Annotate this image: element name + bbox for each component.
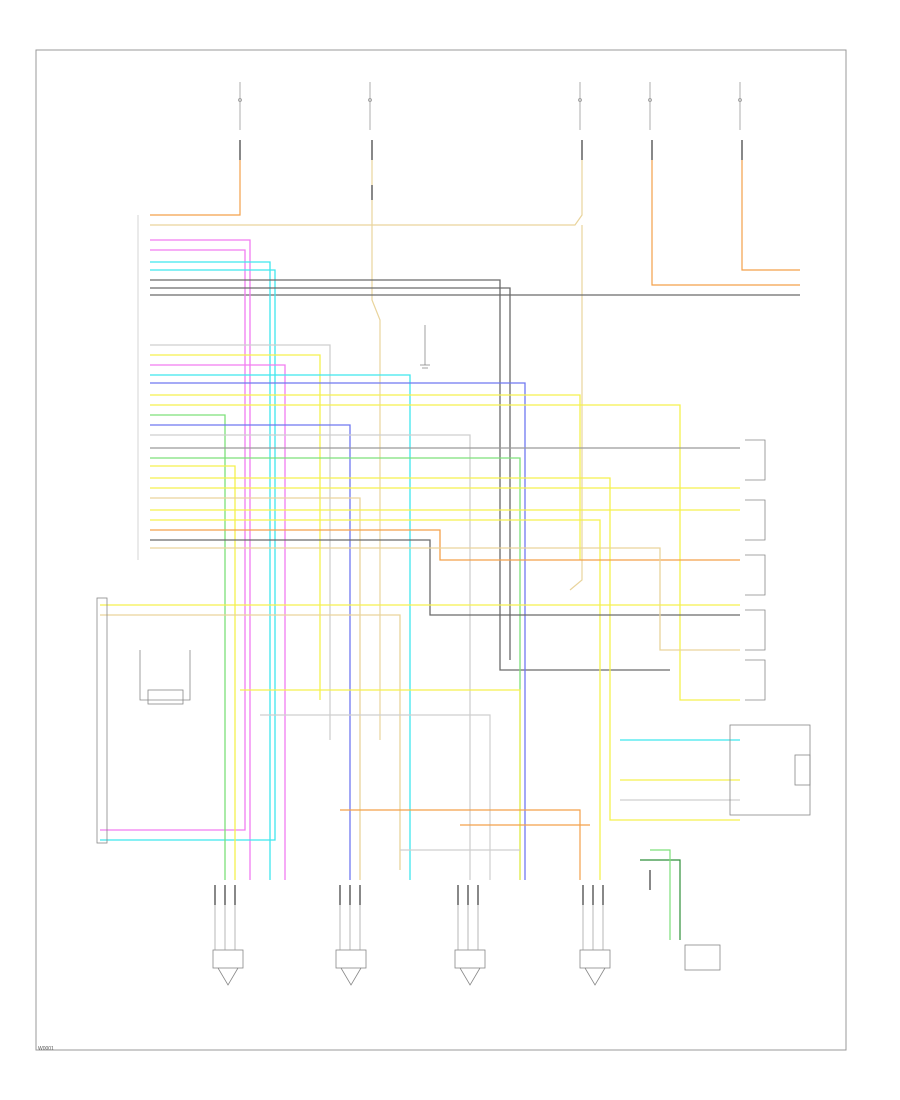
feed-wires (150, 160, 800, 740)
diagram-frame (35, 49, 847, 1051)
speaker-leads (214, 905, 604, 950)
fuse-icon (238, 82, 742, 130)
speaker-icon (212, 944, 721, 986)
page-code: W0001 (38, 1046, 54, 1052)
speaker-connectors (214, 870, 651, 905)
right-components (729, 439, 811, 816)
connector-stubs-top (239, 140, 743, 200)
ground-icon (420, 325, 430, 369)
control-module (96, 597, 191, 844)
harness-wires (100, 239, 740, 880)
lower-routing (240, 689, 740, 940)
